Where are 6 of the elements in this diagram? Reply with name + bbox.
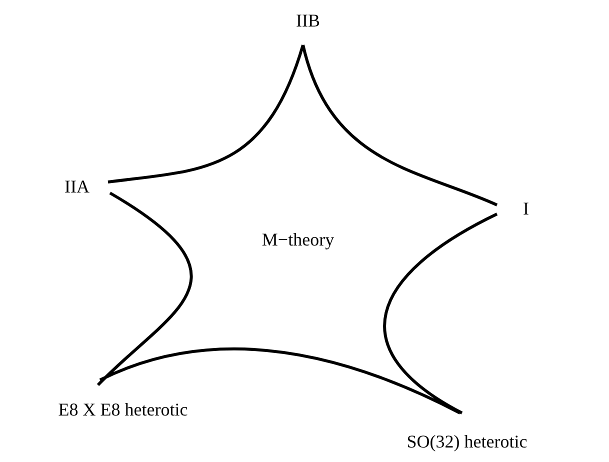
node-label: M−theory: [262, 230, 334, 250]
vertex-label: IIB: [296, 10, 320, 32]
vertex-label: IIA: [64, 176, 90, 198]
vertex-label: I: [523, 198, 529, 220]
vertex-label: SO(32) heterotic: [406, 432, 528, 452]
vertex-label: E8 X E8 heterotic: [58, 400, 188, 420]
